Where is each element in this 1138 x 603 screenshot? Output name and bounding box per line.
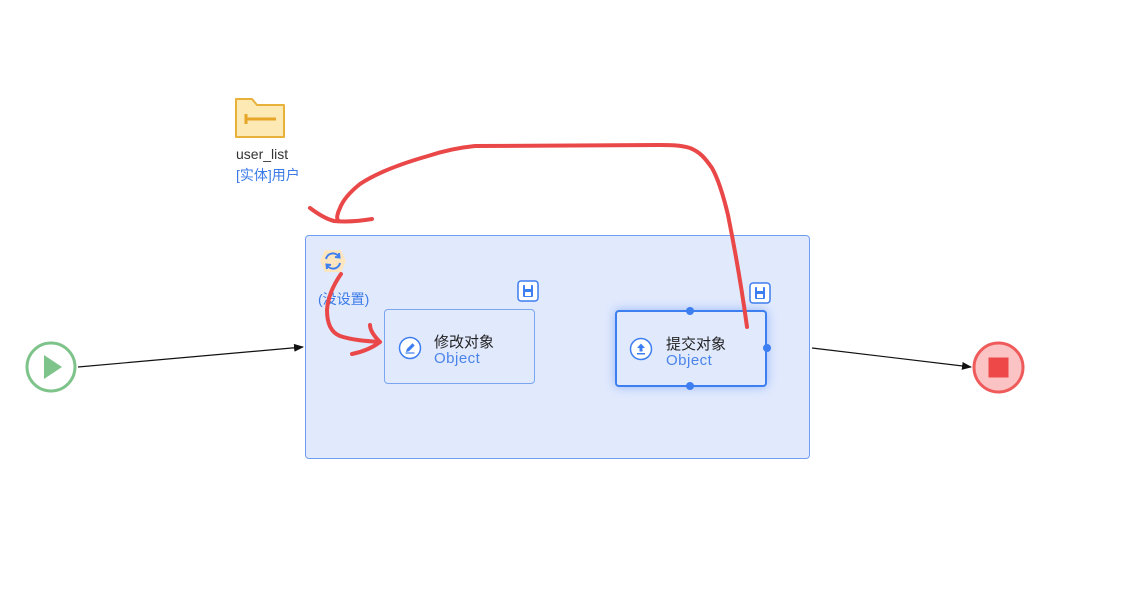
datasource-entity: [实体]用户 [236, 167, 300, 183]
task-modify-subtitle: Object [434, 350, 481, 367]
save-icon [517, 280, 539, 302]
task-modify-object[interactable]: 修改对象 Object [384, 309, 535, 384]
connection-handle-bottom[interactable] [686, 382, 694, 390]
task-submit-subtitle: Object [666, 352, 713, 369]
loop-refresh-icon [320, 250, 346, 272]
edit-icon [398, 336, 422, 360]
datasource-name: user_list [236, 146, 289, 162]
task-submit-title: 提交对象 [666, 336, 727, 353]
play-icon [25, 341, 77, 393]
upload-icon [629, 337, 653, 361]
task-submit-save-badge[interactable] [749, 282, 771, 304]
connection-handle-right[interactable] [763, 344, 771, 352]
save-icon [749, 282, 771, 304]
task-modify-save-badge[interactable] [517, 280, 539, 302]
task-submit-object[interactable]: 提交对象 Object [615, 310, 767, 387]
start-node[interactable] [25, 341, 77, 393]
task-modify-title: 修改对象 [434, 334, 495, 351]
end-node[interactable] [972, 341, 1025, 394]
connection-handle-top[interactable] [686, 307, 694, 315]
folder-icon [235, 98, 285, 138]
stop-icon [972, 341, 1025, 394]
loop-label: (没设置) [318, 291, 370, 307]
edge-loop-to-end[interactable] [811, 347, 972, 370]
datasource-user-list[interactable]: user_list [实体]用户 [232, 95, 352, 183]
edge-start-to-loop[interactable] [77, 343, 304, 368]
loop-icon-button[interactable] [316, 246, 350, 276]
